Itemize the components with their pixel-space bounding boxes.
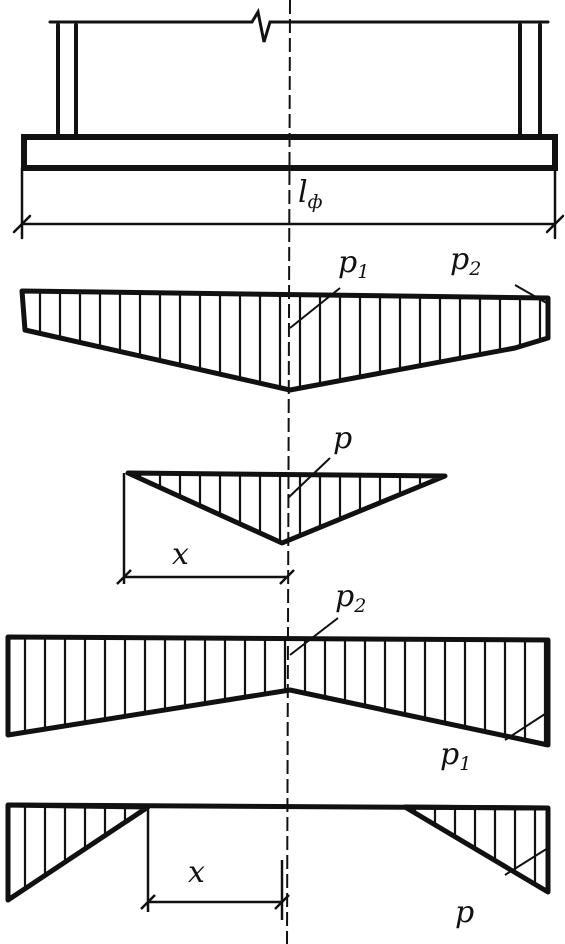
leader-p [504,847,549,876]
pressure-diagram-3 [5,617,551,748]
x-dimension-4 [140,807,290,920]
label-main: p [333,421,353,456]
hatching-4-left [23,805,147,900]
d2-p-label: p [333,424,352,454]
foundation-elevation [12,7,565,240]
left-column [56,23,78,138]
label-subscript: 2 [354,595,367,617]
label-subscript: 2 [469,258,482,280]
label-subscript: ф [307,191,323,213]
label-main: p [335,579,355,614]
d3-p1-label: p1 [440,740,471,774]
d2-x-label: x [172,540,189,570]
leader-p2 [514,284,551,306]
d1-p1-label: p1 [338,248,369,282]
label-main: l [298,175,308,210]
hatching-2 [138,473,442,543]
d1-p2-label: p2 [450,245,481,279]
center-axis [286,0,291,944]
pressure-diagram-1 [19,284,551,393]
wall-top-break-line [48,7,550,43]
label-subscript: 1 [357,261,370,283]
label-main: p [440,737,460,772]
x-dimension-2 [116,473,295,585]
label-main: p [338,245,358,280]
foundation-width-label: lф [298,178,322,212]
label-main: p [450,242,470,277]
width-dimension-line [12,166,565,240]
pressure-diagram-2 [116,457,448,585]
leader-p1 [289,287,341,329]
label-subscript: 1 [459,753,472,775]
leader-p [287,457,331,499]
d4-p-label: p [455,898,474,928]
leader-p1 [504,711,549,741]
label-main: p [455,895,475,930]
d3-p2-label: p2 [335,582,366,616]
label-main: x [172,537,189,572]
label-main: x [188,855,205,890]
right-column [518,23,542,138]
hatching-1 [38,291,542,390]
d4-x-label: x [188,858,205,888]
leader-p2 [289,617,339,656]
